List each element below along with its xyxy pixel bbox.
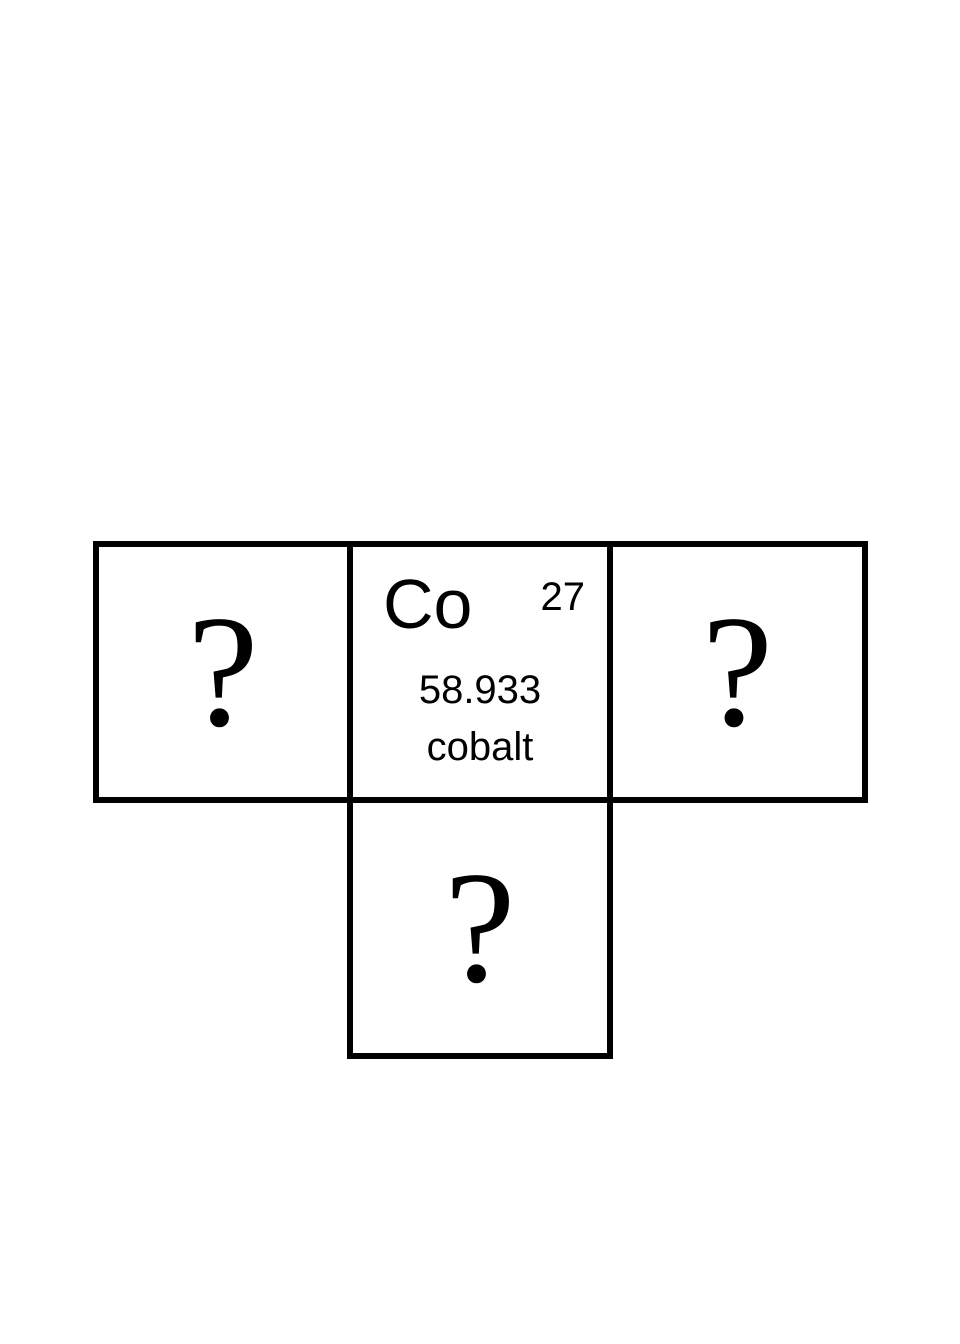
unknown-element-left: ? (93, 541, 353, 803)
unknown-element-bottom: ? (347, 797, 613, 1059)
question-mark: ? (701, 582, 773, 760)
atomic-mass: 58.933 (418, 668, 542, 712)
unknown-element-right: ? (607, 541, 868, 803)
question-mark: ? (187, 582, 259, 760)
element-symbol: Co (383, 565, 473, 643)
atomic-number: 27 (540, 575, 586, 619)
element-name: cobalt (426, 725, 534, 769)
question-mark: ? (444, 838, 516, 1016)
element-tile-cobalt: Co 27 58.933 cobalt (347, 541, 613, 803)
